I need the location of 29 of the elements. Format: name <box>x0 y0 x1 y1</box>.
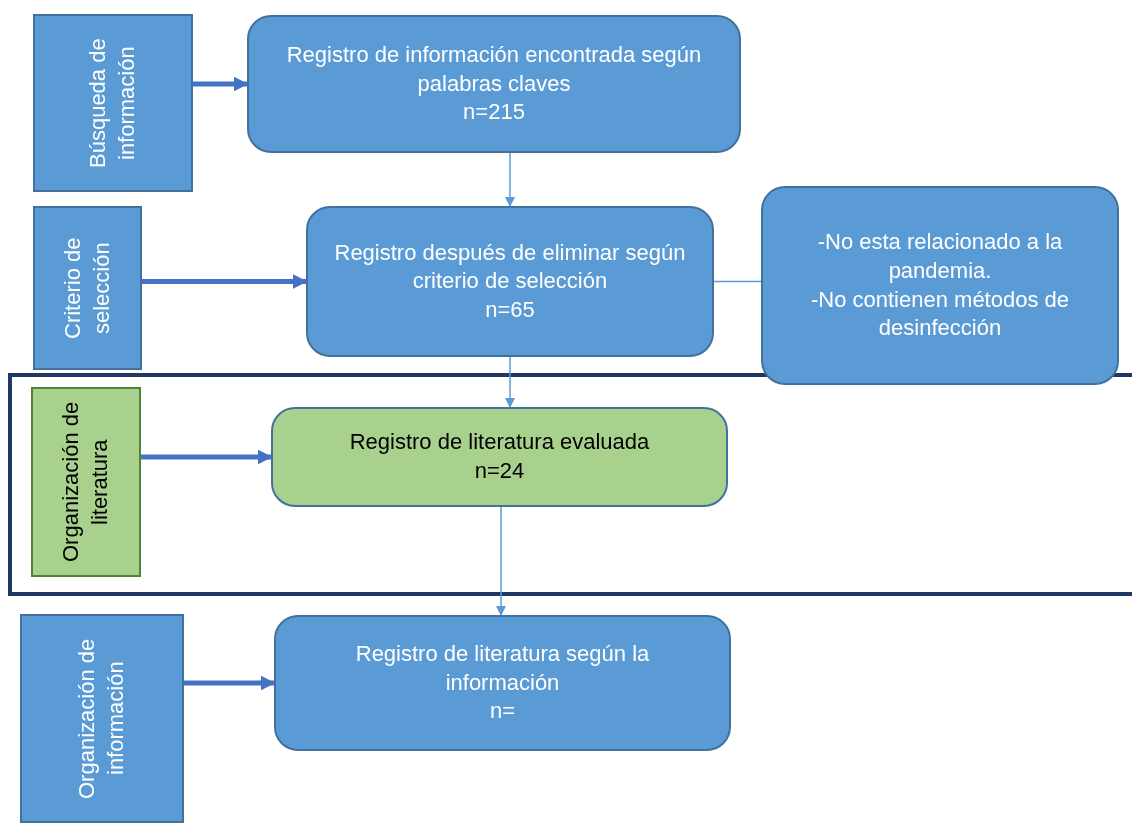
stage-label: Organización de información <box>73 637 129 801</box>
box-text: -No esta relacionado a la pandemia. <box>816 228 1064 285</box>
stage-label: Organización de literatura <box>57 400 113 565</box>
process-box <box>247 15 741 153</box>
process-box <box>306 206 714 357</box>
arrow <box>504 152 516 208</box>
side-label-box <box>33 206 142 370</box>
box-text: n=215 <box>463 98 525 127</box>
arrow <box>141 449 273 465</box>
stage-label: Búsqueda de información <box>84 37 140 170</box>
arrow <box>193 76 249 92</box>
box-text: n=24 <box>474 457 525 485</box>
arrow <box>495 506 507 617</box>
side-label-box <box>20 614 184 823</box>
arrow <box>504 356 516 409</box>
side-label-box <box>33 14 193 192</box>
box-text: -No contienen métodos de desinfección <box>809 285 1071 343</box>
side-label-box <box>31 387 141 577</box>
arrow <box>142 274 308 289</box>
process-box <box>271 407 728 507</box>
exclusion-box <box>761 186 1119 385</box>
connector-line <box>713 280 762 283</box>
box-text: n=65 <box>485 295 535 324</box>
stage-label: Criterio de selección <box>58 236 115 341</box>
arrow <box>184 675 276 691</box>
box-text: Registro de literatura evaluada <box>349 428 650 457</box>
box-text: n= <box>489 697 516 726</box>
process-box <box>274 615 731 751</box>
frame-box <box>8 373 1132 596</box>
